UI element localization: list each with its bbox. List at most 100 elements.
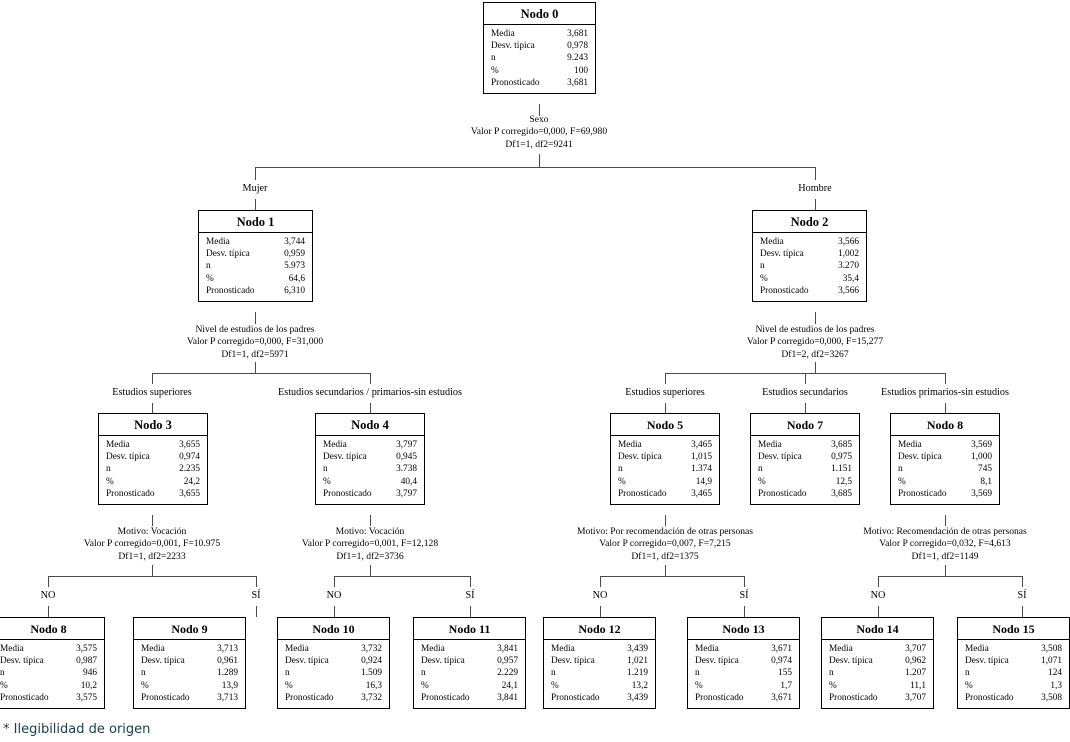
- node-stat-row: %10,2: [0, 680, 97, 692]
- stat-value: 0,978: [567, 41, 588, 52]
- node-title: Nodo 0: [484, 6, 595, 25]
- node-stat-row: %11,1: [829, 680, 926, 692]
- stat-value: 0,987: [76, 656, 97, 667]
- stat-value: 3,566: [838, 237, 859, 247]
- stat-label: n: [106, 464, 111, 475]
- stat-value: 3,841: [497, 644, 518, 654]
- stat-label: Desv. típica: [106, 452, 150, 463]
- connector-line: [665, 373, 666, 384]
- stat-value: 3,797: [396, 488, 417, 499]
- stat-label: n: [760, 261, 765, 272]
- stat-label: %: [829, 680, 837, 691]
- stat-value: 745: [978, 464, 992, 475]
- branch-label-si-2: SÍ: [465, 590, 475, 601]
- stat-label: n: [206, 261, 211, 272]
- stat-value: 10,2: [80, 680, 97, 691]
- stat-value: 8,1: [980, 476, 992, 487]
- stat-label: n: [421, 668, 426, 679]
- stat-value: 0,959: [284, 249, 305, 260]
- stat-value: 1,7: [780, 680, 792, 691]
- branch-label-si-3: SÍ: [739, 590, 749, 601]
- stat-label: Pronosticado: [421, 692, 470, 703]
- stat-label: %: [323, 476, 331, 487]
- branch-label-no-4: NO: [870, 590, 886, 601]
- node-title: Nodo 13: [688, 621, 799, 640]
- branch-label-hombre: Hombre: [798, 183, 832, 194]
- connector-line: [665, 515, 666, 526]
- stat-value: 1,071: [1041, 656, 1062, 667]
- stat-value: 3,655: [179, 488, 200, 499]
- stat-value: 3,569: [971, 440, 992, 450]
- split-variable: Motivo: Vocación: [117, 526, 187, 537]
- stat-label: n: [323, 464, 328, 475]
- branch-label-estudios-superiores-izq: Estudios superiores: [112, 387, 192, 398]
- stat-label: Desv. típica: [551, 656, 595, 667]
- split-info-nodo-2: Nivel de estudios de los padres Valor P …: [715, 324, 915, 361]
- branch-label-no-1: NO: [40, 590, 56, 601]
- node-stat-row: %24,1: [421, 680, 518, 692]
- stat-value: 3,508: [1041, 644, 1062, 654]
- stat-value: 3.738: [396, 464, 417, 475]
- stat-label: n: [491, 53, 496, 64]
- stat-value: 3,797: [396, 440, 417, 450]
- split-df: Df1=1, df2=3736: [336, 550, 404, 562]
- connector-line: [334, 576, 335, 587]
- stat-label: Pronosticado: [206, 285, 255, 296]
- branch-label-si-1: SÍ: [251, 590, 261, 601]
- stat-value: 13,9: [221, 680, 238, 691]
- connector-line: [152, 373, 370, 374]
- stat-label: n: [965, 668, 970, 679]
- stat-label: Pronosticado: [0, 692, 49, 703]
- node-stat-row: %8,1: [898, 476, 992, 488]
- stat-label: Pronosticado: [760, 285, 809, 296]
- node-stat-row: %40,4: [323, 476, 417, 488]
- node-stat-row: %35,4: [760, 273, 859, 285]
- stat-value: 3,575: [76, 644, 97, 654]
- split-df: Df1=1, df2=1149: [911, 550, 979, 562]
- connector-line: [334, 576, 470, 577]
- node-title: Nodo 1: [199, 214, 312, 233]
- stat-label: Desv. típica: [323, 452, 367, 463]
- stat-label: Pronosticado: [898, 488, 947, 499]
- stat-label: Pronosticado: [965, 692, 1014, 703]
- connector-line: [370, 515, 371, 526]
- node-stat-row: n 3.738: [323, 463, 417, 475]
